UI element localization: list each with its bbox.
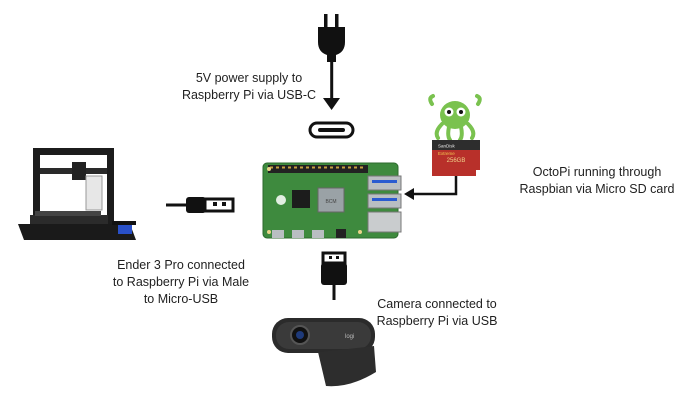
sd-model-text: Extreme [438,151,455,156]
octopi-label-line1: OctoPi running through [532,165,662,179]
sd-capacity-text: 256GB [447,158,466,164]
usb-cable-icon [166,197,235,213]
camera-label-line2: Raspberry Pi via USB [376,314,498,328]
octopi-label: OctoPi running through Raspbian via Micr… [508,164,686,198]
camera-label-line1: Camera connected to [377,297,497,311]
camera-usb-connector-icon [321,251,347,300]
webcam-icon: logi [272,318,376,387]
power-supply-label-line1: 5V power supply to [195,71,303,85]
camera-label: Camera connected to Raspberry Pi via USB [354,296,520,330]
octopi-logo-icon [428,94,482,142]
power-supply-label: 5V power supply to Raspberry Pi via USB-… [164,70,334,104]
3d-printer-icon [18,148,136,240]
usb-c-port-icon [308,121,355,139]
svg-text:BCM: BCM [325,199,336,205]
raspberry-pi-board-icon: BCM [262,162,402,239]
sd-to-pi-arrow [404,168,458,200]
power-plug-icon [318,14,345,110]
power-supply-label-line2: Raspberry Pi via USB-C [181,88,317,102]
octopi-label-line2: Raspbian via Micro SD card [519,182,675,196]
ender-printer-label: Ender 3 Pro connected to Raspberry Pi vi… [84,257,278,308]
micro-sd-card-icon: 256GB SanDisk Extreme [432,140,480,176]
ender-printer-label-line2: to Raspberry Pi via Male [112,275,250,289]
ender-printer-label-line1: Ender 3 Pro connected [117,258,245,272]
sd-brand-text: SanDisk [438,144,456,149]
webcam-brand-text: logi [345,334,354,340]
ender-printer-label-line3: to Micro-USB [143,292,219,306]
